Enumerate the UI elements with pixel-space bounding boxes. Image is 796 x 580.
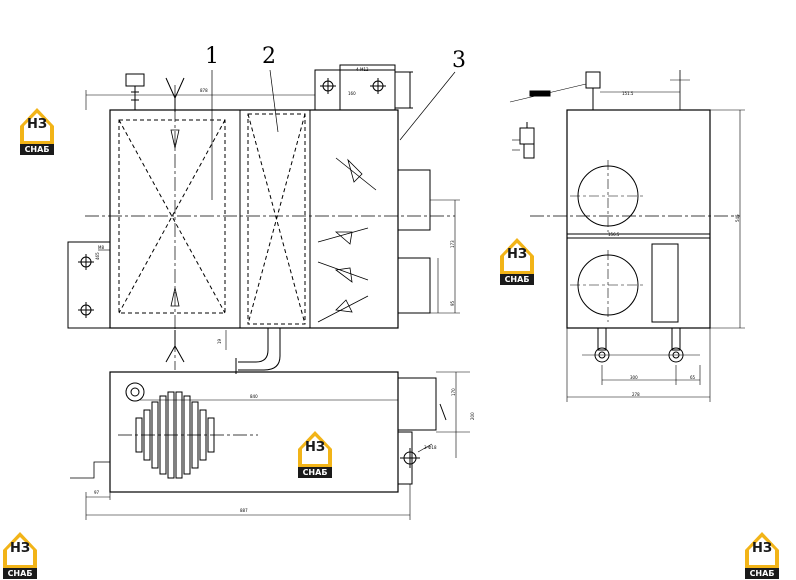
- outlet-port-upper: [397, 169, 431, 231]
- dim-mid-height-1: 173: [450, 240, 455, 248]
- drain-pipe: [238, 328, 281, 371]
- callout-3: 3: [452, 48, 466, 73]
- dim-flange-code: 3-Ф18: [424, 445, 437, 450]
- dim-right-side-height: 545: [735, 214, 740, 222]
- watermark-band: СНАБ: [3, 568, 37, 579]
- callout-1: 1: [205, 44, 219, 69]
- watermark-logo-3: НЗ СНАБ: [298, 431, 332, 479]
- side-body: [566, 109, 711, 329]
- watermark-roofs: [3, 108, 779, 568]
- callout-2: 2: [262, 44, 276, 69]
- bottom-view: [70, 371, 470, 520]
- outlet-port-lower: [397, 257, 431, 314]
- dim-bottom-left: 97: [94, 490, 100, 495]
- left-flange: [67, 241, 111, 329]
- front-body: [109, 109, 399, 329]
- dim-left-flange: 465: [95, 252, 100, 260]
- watermark-logo-5: НЗ СНАБ: [745, 532, 779, 580]
- watermark-band: СНАБ: [745, 568, 779, 579]
- watermark-band: СНАБ: [500, 274, 534, 285]
- dim-pipe: 19: [217, 338, 222, 344]
- dim-right-bottom-dim: 65: [690, 375, 696, 380]
- watermark-brand: НЗ: [9, 541, 31, 556]
- dim-bottom-width: 840: [250, 394, 258, 399]
- dim-top-flange: 160: [348, 91, 356, 96]
- filter-element-2: [247, 113, 306, 325]
- watermark-logo-1: НЗ СНАБ: [20, 108, 54, 156]
- watermark-band: СНАБ: [298, 467, 332, 478]
- dim-mid-height-2: 95: [450, 300, 455, 306]
- watermark-brand: НЗ: [26, 117, 48, 132]
- watermark-band: СНАБ: [20, 144, 54, 155]
- top-flange: [314, 69, 396, 111]
- dim-left-label: M8: [98, 245, 104, 250]
- dim-right-top: 151.5: [622, 91, 634, 96]
- watermark-brand: НЗ: [751, 541, 773, 556]
- front-view: [67, 64, 460, 374]
- dim-right-mid: 156.5: [608, 232, 620, 237]
- filter-element-1: [118, 119, 226, 314]
- dim-bolt-code: 4-M12: [356, 67, 369, 72]
- watermark-logo-4: НЗ СНАБ: [3, 532, 37, 580]
- dim-bottom-side: 170: [451, 388, 456, 396]
- watermark-brand: НЗ: [304, 440, 326, 455]
- side-view: [509, 70, 745, 402]
- dim-bottom-overall: 887: [240, 508, 248, 513]
- watermark-brand: НЗ: [506, 247, 528, 262]
- watermark-logo-2: НЗ СНАБ: [500, 238, 534, 286]
- dim-bottom-right-height: 200: [470, 412, 475, 420]
- dim-top-overall: 878: [200, 88, 208, 93]
- bottom-body: [109, 371, 399, 493]
- dim-right-bottom-overall: 278: [632, 392, 640, 397]
- dim-right-bottom-span: 300: [630, 375, 638, 380]
